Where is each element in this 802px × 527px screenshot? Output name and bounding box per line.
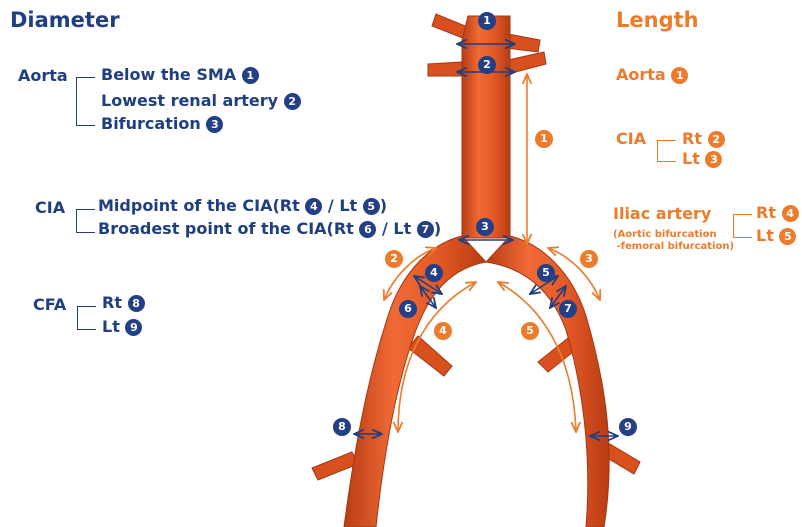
- right-iliac-artery: [344, 236, 486, 527]
- length-marker-3: 3: [580, 250, 598, 268]
- diameter-marker-5: 5: [537, 264, 555, 282]
- diameter-marker-2: 2: [478, 56, 496, 74]
- diameter-marker-7: 7: [559, 300, 577, 318]
- length-marker-4: 4: [434, 322, 452, 340]
- renal-branch-right: [428, 62, 462, 76]
- renal-branch-left: [508, 52, 546, 74]
- diameter-marker-8: 8: [333, 418, 351, 436]
- diameter-marker-6: 6: [399, 300, 417, 318]
- sma-branch: [506, 34, 540, 52]
- length-marker-2: 2: [385, 250, 403, 268]
- diameter-marker-4: 4: [425, 264, 443, 282]
- length-marker-5: 5: [521, 322, 539, 340]
- diameter-marker-3: 3: [476, 218, 494, 236]
- diameter-marker-9: 9: [619, 418, 637, 436]
- internal-iliac-right: [408, 336, 452, 376]
- diameter-marker-1: 1: [478, 12, 496, 30]
- length-marker-1: 1: [535, 130, 553, 148]
- aorta: [462, 16, 510, 238]
